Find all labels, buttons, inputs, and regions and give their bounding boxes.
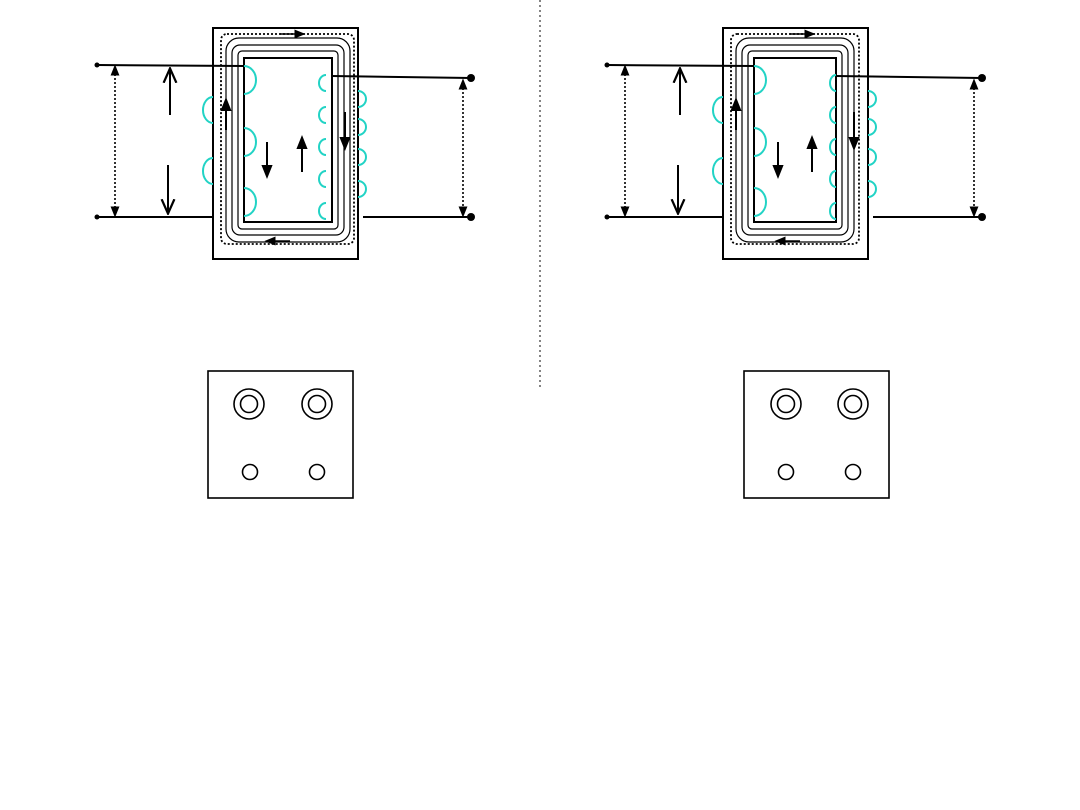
terminal-box-frame: [743, 370, 890, 499]
primary-terminal-bottom: [94, 214, 100, 220]
primary-terminal-bottom: [604, 214, 610, 220]
primary-coil-left: [202, 65, 257, 217]
secondary-lead-top: [331, 75, 472, 79]
jack-small[interactable]: [308, 463, 326, 481]
flux-loop-middle: [231, 44, 345, 236]
jack-small[interactable]: [844, 463, 862, 481]
jack-large-outer[interactable]: [233, 388, 265, 420]
secondary-coil-left: [318, 74, 367, 220]
jack-large-inner: [239, 394, 259, 414]
terminal-box-frame: [207, 370, 354, 499]
secondary-terminal-bottom: [467, 213, 475, 221]
jack-small[interactable]: [241, 463, 259, 481]
primary-lead-top: [606, 64, 755, 67]
primary-terminal-top: [604, 62, 610, 68]
jack-large-inner: [843, 394, 863, 414]
secondary-terminal-bottom: [978, 213, 986, 221]
secondary-coil-right: [829, 74, 877, 220]
transformer-panel-right: [604, 27, 986, 260]
jack-large-inner: [776, 394, 796, 414]
terminal-box-left: [207, 370, 354, 499]
flux-loop-middle: [741, 44, 849, 236]
secondary-terminal-top: [978, 74, 986, 82]
core-outer-left: [212, 27, 359, 260]
primary-coil-right: [712, 65, 767, 217]
jack-large-outer[interactable]: [301, 388, 333, 420]
primary-lead-top: [96, 64, 245, 67]
transformer-panel-left: [94, 27, 475, 260]
terminal-box-right: [743, 370, 890, 499]
flux-loop-inner: [747, 50, 843, 230]
primary-terminal-top: [94, 62, 100, 68]
jack-small[interactable]: [777, 463, 795, 481]
secondary-terminal-top: [467, 74, 475, 82]
jack-large-inner: [307, 394, 327, 414]
jack-large-outer[interactable]: [837, 388, 869, 420]
core-outer-right: [722, 27, 869, 260]
jack-large-outer[interactable]: [770, 388, 802, 420]
secondary-lead-top: [835, 75, 983, 79]
core-window-left: [243, 57, 333, 223]
flux-loop-inner: [237, 50, 339, 230]
